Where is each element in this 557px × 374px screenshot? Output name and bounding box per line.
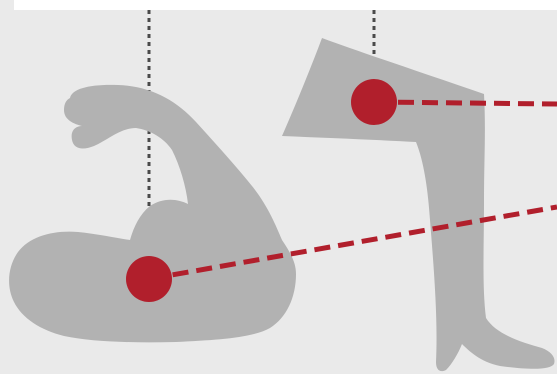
knee-joint-marker [351, 79, 397, 125]
elbow-joint-marker [126, 256, 172, 302]
top-band [14, 0, 557, 10]
